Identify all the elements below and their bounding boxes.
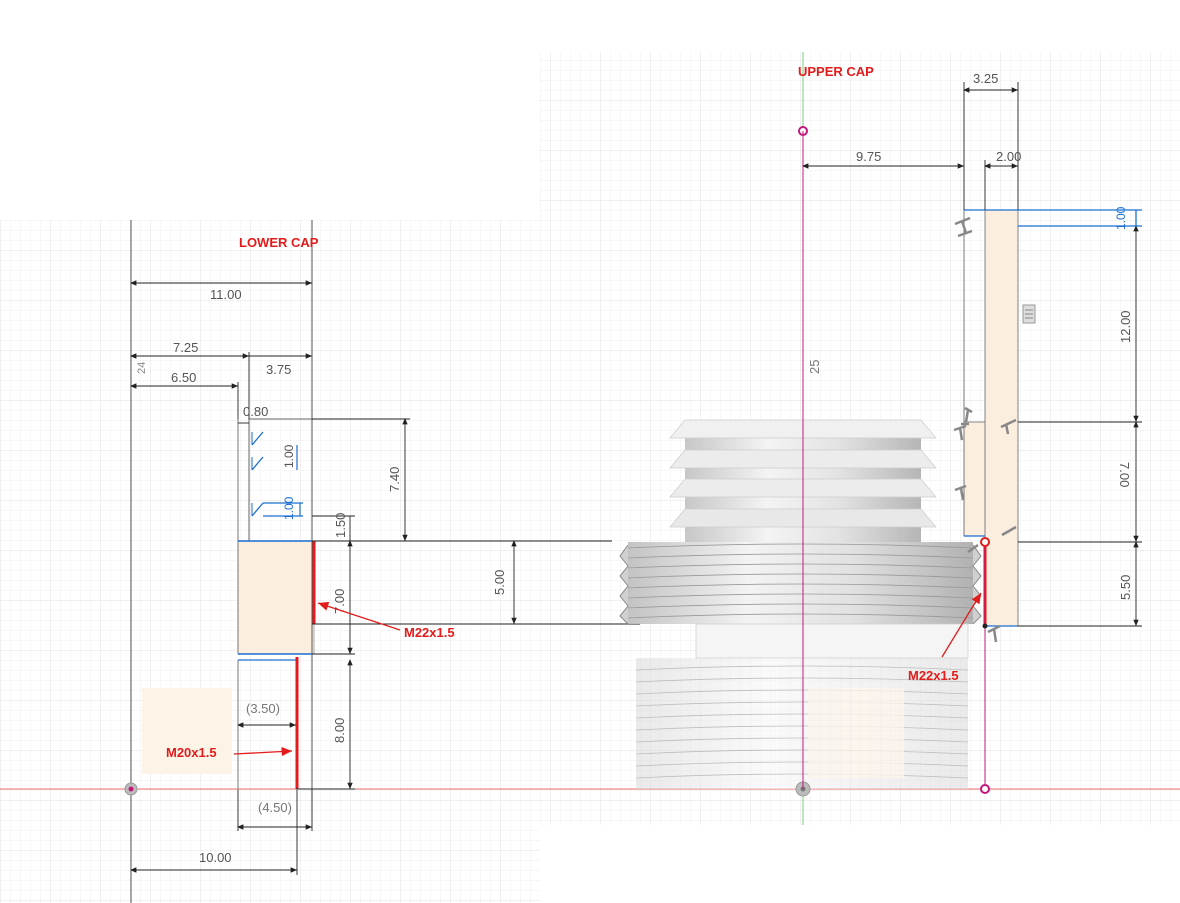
lower-thread-m22-leader xyxy=(317,601,401,631)
dim-1-50: 1.50 xyxy=(333,513,348,538)
lower-profile-fill xyxy=(237,540,315,655)
dim-3-50: (3.50) xyxy=(246,701,280,716)
lower-thread-m22-label: M22x1.5 xyxy=(404,625,455,640)
dim-4-50: (4.50) xyxy=(258,800,292,815)
dim-1-00-b: 1.00 xyxy=(282,496,296,520)
lower-dimensions xyxy=(130,280,640,875)
upper-cap-drawing[interactable] xyxy=(619,82,1142,797)
dim-10-00: 10.00 xyxy=(199,850,232,865)
upper-base-point[interactable] xyxy=(980,784,990,794)
lower-phantom-fill xyxy=(142,688,232,774)
upper-thread-m22-leader xyxy=(941,592,982,658)
upper-thread-m22-label: M22x1.5 xyxy=(908,668,959,683)
upper-profile-fill xyxy=(984,209,1019,627)
upper-thread-start-point[interactable] xyxy=(980,537,990,547)
dim-1-00-a: 1.00 xyxy=(282,444,296,468)
dim-5-50: 5.50 xyxy=(1118,575,1133,600)
dim-12-00: 12.00 xyxy=(1118,310,1133,343)
upper-lower-bolt-ghost xyxy=(635,658,969,789)
dim-9-75: 9.75 xyxy=(856,149,881,164)
dim-3-25: 3.25 xyxy=(973,71,998,86)
dim-7-00-upper: 7.00 xyxy=(1117,462,1132,487)
constraint-icons xyxy=(953,216,1017,643)
dim-1-00-upper: 1.00 xyxy=(1114,206,1128,230)
dim-0-80: 0.80 xyxy=(243,404,268,419)
lower-thread-m20-leader xyxy=(233,746,293,757)
dim-6-50: 6.50 xyxy=(171,370,196,385)
dim-11: 11.00 xyxy=(210,287,242,302)
lower-cap-title: LOWER CAP xyxy=(239,235,319,250)
lower-cap-drawing[interactable] xyxy=(124,220,640,875)
dim-7-00: 7.00 xyxy=(332,589,347,614)
dim-25: 25 xyxy=(807,360,822,374)
lower-thread-m20-label: M20x1.5 xyxy=(166,745,217,760)
upper-cap-title: UPPER CAP xyxy=(798,64,874,79)
dim-2-00: 2.00 xyxy=(996,149,1021,164)
upper-threads-render xyxy=(619,542,982,625)
dim-24: 24 xyxy=(136,362,148,374)
dim-5-00: 5.00 xyxy=(492,570,507,595)
dim-7-25: 7.25 xyxy=(173,340,198,355)
dim-7-40: 7.40 xyxy=(387,467,402,492)
dim-3-75: 3.75 xyxy=(266,362,291,377)
upper-dimensions xyxy=(802,82,1142,627)
dim-8-00: 8.00 xyxy=(332,718,347,743)
